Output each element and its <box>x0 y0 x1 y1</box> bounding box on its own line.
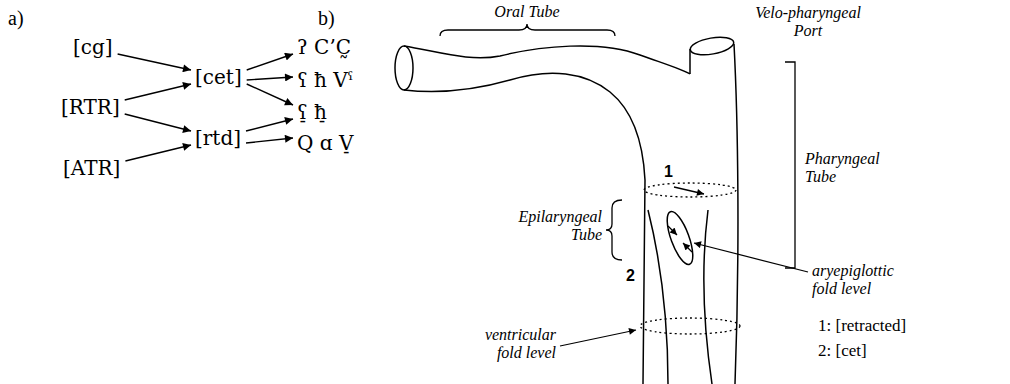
part-name: ventricular fold level <box>466 326 556 363</box>
derivation-arrow <box>247 84 293 105</box>
part-name: Epilaryngeal Tube <box>492 208 602 245</box>
retraction-level <box>644 183 736 197</box>
velopharyngeal-opening <box>689 34 735 57</box>
feature-text: ʕ̠ ħ̠ <box>297 100 327 124</box>
ventricular-level <box>640 318 740 334</box>
feature-text: ʕ ħ Vˤ <box>297 68 353 92</box>
feature-node: [cg] <box>72 35 114 59</box>
constriction-arrow <box>683 243 692 252</box>
callout-number: 1 <box>664 162 673 181</box>
feature-text: [cg] <box>73 35 113 59</box>
derivation-arrow <box>247 54 293 70</box>
panel-letter: a) <box>8 6 24 30</box>
feature-node: [ATR] <box>62 156 121 180</box>
derivation-arrow <box>125 145 191 161</box>
feature-text: [ATR] <box>63 156 120 180</box>
derivation-arrow <box>247 77 293 80</box>
feature-text: ʔ C’C̰ <box>297 35 351 59</box>
leader-line <box>560 330 636 346</box>
pharynx-back-wall <box>734 44 738 384</box>
callout-number: 2 <box>626 266 635 285</box>
feature-node: [RTR] <box>60 95 121 119</box>
key-note: 1: [retracted] <box>818 316 906 336</box>
epilarynx-wall <box>648 210 668 384</box>
derivation-arrow <box>246 138 293 143</box>
panel-letter: b) <box>318 6 335 30</box>
pharynx-front-wall <box>404 73 645 384</box>
feature-text: [RTR] <box>61 95 120 119</box>
epilarynx-wall <box>704 210 712 384</box>
oral-upper-wall <box>404 46 690 74</box>
oral-opening <box>395 46 413 90</box>
derivation-arrow <box>125 84 191 100</box>
feature-node: ʕ ħ Vˤ <box>296 68 354 92</box>
leader-line <box>694 243 808 272</box>
oral-brace <box>440 24 615 36</box>
derivation-arrow <box>125 114 191 131</box>
feature-node: [cet] <box>194 65 243 89</box>
constriction-arrow <box>668 226 677 235</box>
feature-node: ʔ C’C̰ <box>296 35 352 59</box>
retraction-arrow <box>674 187 704 194</box>
aryepiglottic-fold <box>662 209 698 268</box>
pharyngeal-bracket <box>785 62 795 268</box>
feature-node: [rtd] <box>194 126 242 150</box>
key-note: 2: [cet] <box>818 341 867 361</box>
feature-text: [rtd] <box>195 126 241 150</box>
part-name: Pharyngeal Tube <box>805 150 895 187</box>
derivation-arrow <box>118 54 191 70</box>
part-name: aryepiglottic fold level <box>812 262 912 299</box>
port-wall <box>689 49 691 74</box>
part-name: Velo-pharyngeal Port <box>748 4 868 41</box>
feature-text: Q ɑ V̠ <box>297 131 353 155</box>
feature-node: ʕ̠ ħ̠ <box>296 100 328 124</box>
epilaryngeal-brace <box>606 200 622 260</box>
derivation-arrow <box>246 119 293 131</box>
part-name: Oral Tube <box>467 3 587 21</box>
feature-text: [cet] <box>195 65 242 89</box>
feature-node: Q ɑ V̠ <box>296 131 354 155</box>
